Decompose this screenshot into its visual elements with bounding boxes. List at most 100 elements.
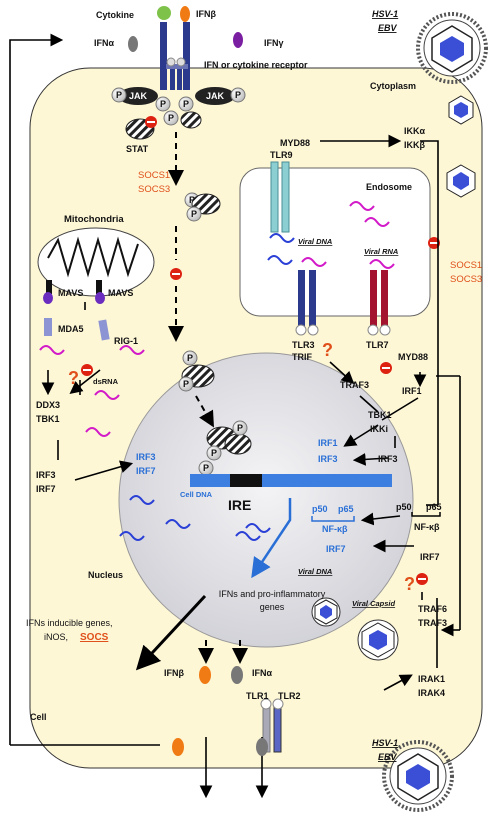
tlr3-label: TLR3 — [292, 340, 315, 350]
mavs-right — [95, 292, 105, 304]
p-label: P — [187, 353, 193, 363]
socs1-label: SOCS1 — [138, 170, 170, 181]
genes-line2: genes — [260, 602, 285, 612]
p-label: P — [160, 99, 166, 109]
nucleus — [118, 352, 414, 648]
viral-dna-nucleus: Viral DNA — [298, 567, 332, 576]
cell-dna-left — [190, 474, 230, 487]
myd88-right-label: MYD88 — [398, 352, 428, 362]
rig1 — [98, 319, 110, 341]
p50-nuclear: p50 — [312, 504, 328, 514]
ifnb-ligand — [180, 6, 190, 22]
p-label: P — [189, 195, 195, 205]
cytokine-label: Cytokine — [96, 10, 134, 20]
irf7-left: IRF7 — [36, 484, 56, 494]
tlr2-label: TLR2 — [278, 691, 301, 701]
irf7-right-label: IRF7 — [420, 552, 440, 562]
p-label: P — [203, 463, 209, 473]
virus-label-2: EBV — [378, 23, 398, 33]
capsid-2 — [446, 164, 476, 198]
p-label: P — [183, 99, 189, 109]
irak4-label: IRAK4 — [418, 688, 445, 698]
p-label: P — [237, 423, 243, 433]
receptor-label: IFN or cytokine receptor — [204, 60, 308, 70]
stat-path-arrow — [195, 395, 214, 428]
ire-label: IRE — [228, 497, 251, 513]
p65-nuclear: p65 — [338, 504, 354, 514]
stat-protein-2 — [180, 111, 202, 129]
trif-label: TRIF — [292, 352, 312, 362]
pathway-arrows — [9, 33, 461, 799]
ifna-out-label: IFNα — [252, 668, 272, 678]
tbk1-label: TBK1 — [36, 414, 60, 424]
tlr1-label: TLR1 — [246, 691, 269, 701]
mavs-left — [43, 292, 53, 304]
stat-label: STAT — [126, 144, 149, 154]
genes-line1: IFNs and pro-inflammatory — [219, 589, 326, 599]
nfkb-nuclear: NF-κβ — [322, 524, 348, 534]
nfkb-bracket-right — [411, 512, 441, 517]
ikka-label: IKKα — [404, 126, 425, 136]
p-label: P — [168, 113, 174, 123]
ikki-label: IKKi — [370, 424, 388, 434]
socs-highlight: SOCS — [80, 632, 109, 643]
cell-label: Cell — [30, 712, 47, 722]
endosome-title: Endosome — [366, 182, 412, 192]
jak-label-right: JAK — [206, 91, 225, 101]
virus-bottom-label-2: EBV — [378, 752, 398, 762]
viral-nucleic-acids — [39, 201, 395, 541]
ifng-label: IFNγ — [264, 38, 284, 48]
socs3-right: SOCS3 — [450, 274, 482, 285]
inducible-line1: IFNs inducible genes, — [26, 618, 113, 628]
irf3-nuclear: IRF3 — [318, 454, 338, 464]
mitochondria-cristae — [47, 236, 139, 278]
socs1-right: SOCS1 — [450, 260, 482, 271]
ifn-receptor — [160, 22, 190, 90]
dsrna-label: dsRNA — [93, 377, 119, 386]
tlr9-label: TLR9 — [270, 150, 293, 160]
p50-right: p50 — [396, 502, 412, 512]
traf3-bottom-label: TRAF3 — [418, 618, 447, 628]
cytokine-ligand — [157, 6, 171, 20]
ddx3-label: DDX3 — [36, 400, 60, 410]
ifna-ligand — [128, 36, 138, 52]
ifnb-out-label: IFNβ — [164, 668, 184, 678]
ifnb-label: IFNβ — [196, 9, 216, 19]
virus-bottom-label: HSV-1 — [372, 738, 398, 748]
irak1-label: IRAK1 — [418, 674, 445, 684]
p65-right: p65 — [426, 502, 442, 512]
cell-dna-right — [262, 474, 392, 487]
nfkb-right: NF-κβ — [414, 522, 440, 532]
cell-dna-label: Cell DNA — [180, 490, 213, 499]
question-mark: ? — [322, 340, 333, 360]
irf1-nuclear: IRF1 — [318, 438, 338, 448]
phospho-group-top — [111, 87, 246, 126]
irf3-right-label: IRF3 — [378, 454, 398, 464]
p-label: P — [116, 90, 122, 100]
jak-right — [195, 87, 235, 105]
ire-segment — [230, 474, 262, 487]
viral-dna-label: Viral DNA — [298, 237, 332, 246]
irf7-nuclear-left: IRF7 — [136, 466, 156, 476]
irf7-nuclear: IRF7 — [326, 544, 346, 554]
tlr7-label: TLR7 — [366, 340, 389, 350]
irf3-nuclear-left: IRF3 — [136, 452, 156, 462]
p-label: P — [191, 209, 197, 219]
rig1-label: RIG-1 — [114, 336, 138, 346]
tlr7-receptor — [367, 270, 391, 336]
p-label: P — [183, 379, 189, 389]
inducible-line2: iNOS, — [44, 632, 68, 642]
mda5-label: MDA5 — [58, 324, 84, 334]
ifnb-outside — [172, 738, 184, 756]
jak-label-left: JAK — [129, 91, 148, 101]
socs3-label: SOCS3 — [138, 184, 170, 195]
mavs-right-label: MAVS — [108, 288, 133, 298]
capsid-3 — [311, 597, 341, 627]
transcription-arrow — [251, 498, 292, 579]
traf3-label: TRAF3 — [340, 380, 369, 390]
tbk1-right-label: TBK1 — [368, 410, 392, 420]
nfkb-bracket — [311, 516, 355, 522]
virus-label: HSV-1 — [372, 9, 398, 19]
mitochondria-label: Mitochondria — [64, 214, 124, 225]
